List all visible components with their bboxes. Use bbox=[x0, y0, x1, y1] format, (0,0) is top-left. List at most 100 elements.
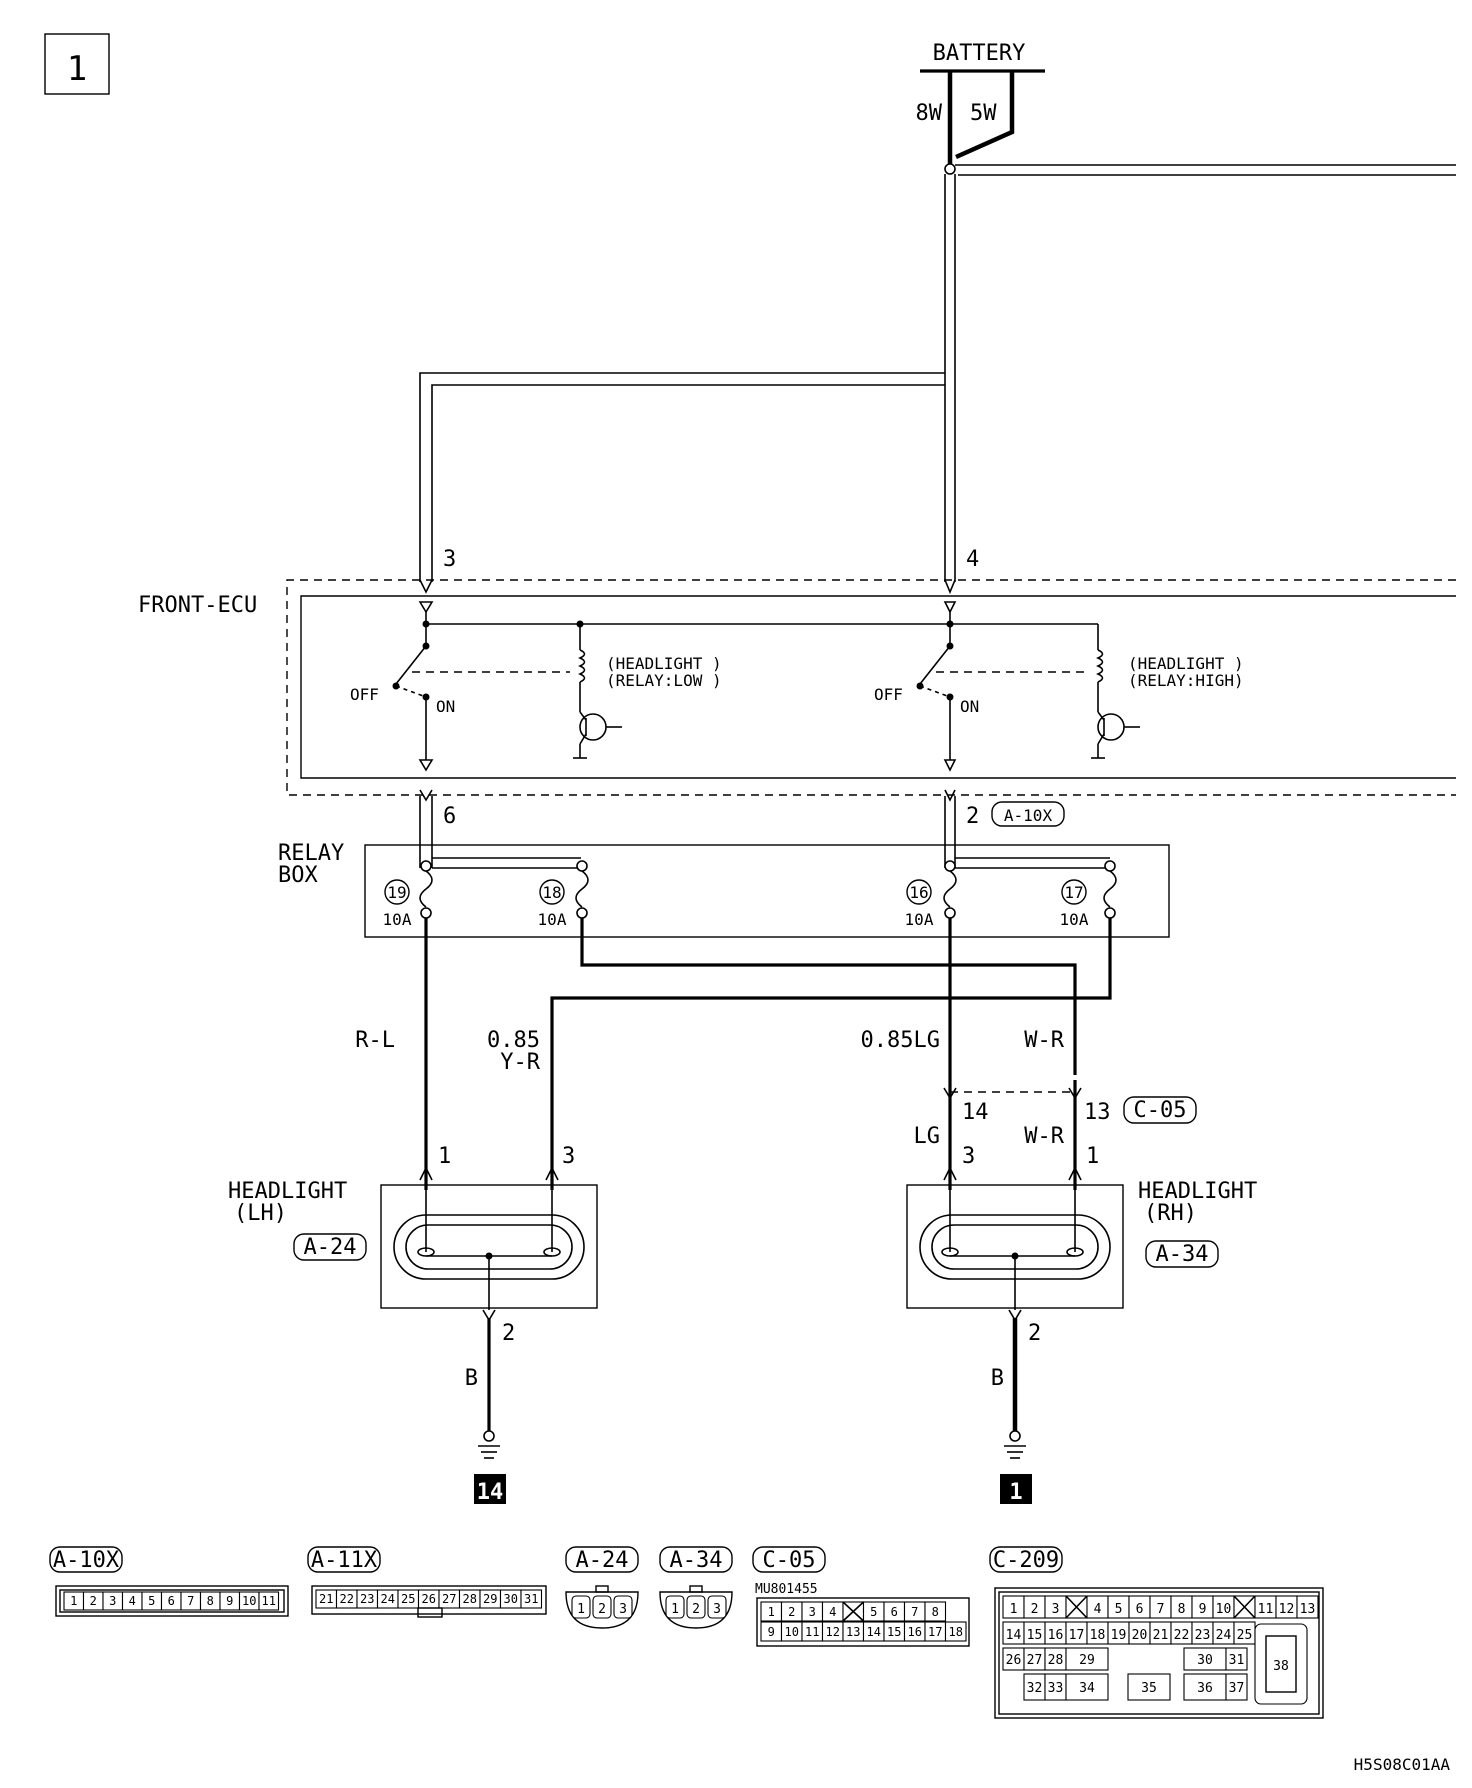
conn-a24-key bbox=[595, 1585, 609, 1593]
fuse-17-badge bbox=[1061, 879, 1087, 905]
conn-c209-r3-pin: 29 bbox=[1079, 1653, 1095, 1668]
headlight-rh-connector: A-34 bbox=[1156, 1242, 1209, 1267]
conn-a24-cell bbox=[592, 1595, 612, 1619]
front-ecu-inner bbox=[300, 595, 1456, 779]
fuse-8w-label: 8W bbox=[916, 101, 943, 126]
ground-right-node bbox=[1009, 1430, 1021, 1442]
junction-pin14-label: 14 bbox=[962, 1100, 989, 1125]
conn-c209-r4-pin: 33 bbox=[1048, 1681, 1064, 1696]
fuse-19-top bbox=[420, 860, 432, 872]
relay-box-label-1: RELAY bbox=[278, 841, 344, 866]
ecu-high-tr-collector bbox=[1097, 711, 1105, 721]
conn-c209-r1-pin: 5 bbox=[1115, 1602, 1123, 1617]
fuse-18-bottom bbox=[576, 907, 588, 919]
conn-c209-r2-pin: 19 bbox=[1111, 1628, 1127, 1643]
conn-c05-pin: 13 bbox=[846, 1625, 860, 1639]
headlight-lh-pin1: 1 bbox=[438, 1144, 451, 1169]
conn-c209-name: C-209 bbox=[993, 1548, 1059, 1573]
fuse-5w bbox=[955, 71, 1015, 160]
conn-c05-pin: 2 bbox=[788, 1605, 795, 1619]
headlight-rh-pin2: 2 bbox=[1028, 1321, 1041, 1346]
wire-w-r-upper bbox=[580, 918, 1077, 1075]
ecu-low-off-label: OFF bbox=[350, 685, 379, 704]
conn-c05-pin: 17 bbox=[928, 1625, 942, 1639]
fuse-19-element bbox=[419, 870, 433, 908]
conn-a11x-pin: 24 bbox=[381, 1592, 395, 1606]
conn-c209-r2-pin: 18 bbox=[1090, 1628, 1106, 1643]
fuse-18-rating: 10A bbox=[538, 910, 567, 929]
conn-a34-pin: 2 bbox=[692, 1602, 700, 1617]
conn-a24-pin: 3 bbox=[619, 1602, 627, 1617]
conn-c209-r1-pin: 7 bbox=[1157, 1602, 1165, 1617]
conn-c209-big-inner bbox=[1265, 1635, 1297, 1693]
junction-connector-tag bbox=[1123, 1096, 1197, 1124]
fuse-16-top bbox=[944, 860, 956, 872]
conn-c209-r4-cell bbox=[1225, 1673, 1248, 1701]
conn-c05-pin: 12 bbox=[826, 1625, 840, 1639]
headlight-rh-label-1: HEADLIGHT bbox=[1138, 1179, 1257, 1204]
fuse-16-badge bbox=[906, 879, 932, 905]
conn-c209-r4-cell bbox=[1065, 1673, 1109, 1701]
conn-c05-name: C-05 bbox=[763, 1548, 816, 1573]
wire-w-r-upper-label: W-R bbox=[1024, 1028, 1064, 1053]
fuse-17-rating: 10A bbox=[1060, 910, 1089, 929]
conn-c209-r3-pin: 28 bbox=[1048, 1653, 1064, 1668]
conn-a11x-pin: 23 bbox=[360, 1592, 374, 1606]
relay-high-label-2: (RELAY:HIGH) bbox=[1128, 671, 1244, 690]
headlight-lh-connector-tag bbox=[293, 1233, 367, 1261]
conn-a34-name: A-34 bbox=[670, 1548, 723, 1573]
conn-c05-pin: 1 bbox=[768, 1605, 775, 1619]
fuse-18 bbox=[575, 860, 589, 919]
fuse-18-top bbox=[576, 860, 588, 872]
fuse-18-badge bbox=[539, 879, 565, 905]
conn-a10x-shell bbox=[55, 1585, 289, 1617]
conn-a34-cell bbox=[707, 1595, 727, 1619]
wire-lg-lower-label: LG bbox=[914, 1124, 941, 1149]
fuse-19-num: 19 bbox=[387, 883, 406, 902]
conn-a34-cell bbox=[665, 1595, 685, 1619]
ecu-high-off-label: OFF bbox=[874, 685, 903, 704]
conn-a11x-pin: 27 bbox=[442, 1592, 456, 1606]
headlight-lh-pin1-terminal bbox=[419, 1166, 433, 1181]
fuse-19-rating: 10A bbox=[383, 910, 412, 929]
conn-c209-r3-cell bbox=[1065, 1647, 1109, 1671]
headlight-rh-label-2: (RH) bbox=[1144, 1201, 1197, 1226]
wire-y-r-size-label: 0.85 bbox=[487, 1028, 540, 1053]
conn-a10x-pin: 4 bbox=[129, 1594, 136, 1608]
conn-c209-inner bbox=[998, 1591, 1320, 1715]
conn-a10x-inner bbox=[59, 1589, 285, 1613]
fuse-17 bbox=[1103, 860, 1117, 919]
wire-b-right-label: B bbox=[991, 1366, 1004, 1391]
conn-c209-r2-pin: 16 bbox=[1048, 1628, 1064, 1643]
conn-c05-pin: 16 bbox=[908, 1625, 922, 1639]
battery-junction bbox=[944, 163, 956, 175]
conn-c05-cell bbox=[924, 1601, 947, 1622]
conn-c209-r2-pin: 20 bbox=[1132, 1628, 1148, 1643]
conn-c209-r1-pin: 2 bbox=[1031, 1602, 1039, 1617]
conn-a24-pin: 2 bbox=[598, 1602, 606, 1617]
headlight-lh-pin3: 3 bbox=[562, 1144, 575, 1169]
junction-connector-label: C-05 bbox=[1134, 1098, 1187, 1123]
wire-w-r-lower-label: W-R bbox=[1024, 1124, 1064, 1149]
conn-a24-pin: 1 bbox=[577, 1602, 585, 1617]
ecu-pin2-terminal bbox=[944, 789, 956, 802]
ecu-pin4-label: 4 bbox=[966, 547, 979, 572]
conn-c05-pin: 7 bbox=[911, 1605, 918, 1619]
conn-c209-big-cell bbox=[1254, 1623, 1308, 1705]
conn-a24-tag bbox=[565, 1546, 639, 1573]
conn-c209-r2-pin: 15 bbox=[1027, 1628, 1043, 1643]
ecu-pin4-terminal bbox=[944, 579, 956, 595]
conn-a10x-tag bbox=[49, 1546, 123, 1573]
fuse-16-element bbox=[943, 870, 957, 908]
conn-c05-tag bbox=[752, 1546, 826, 1573]
conn-a11x-cell bbox=[520, 1589, 543, 1609]
ecu-low-node-a bbox=[422, 620, 430, 628]
headlight-lh-pin2: 2 bbox=[502, 1321, 515, 1346]
conn-a24-shell bbox=[565, 1591, 639, 1629]
fuse-17-element bbox=[1103, 870, 1117, 908]
ecu-high-in-arrow bbox=[943, 601, 957, 614]
